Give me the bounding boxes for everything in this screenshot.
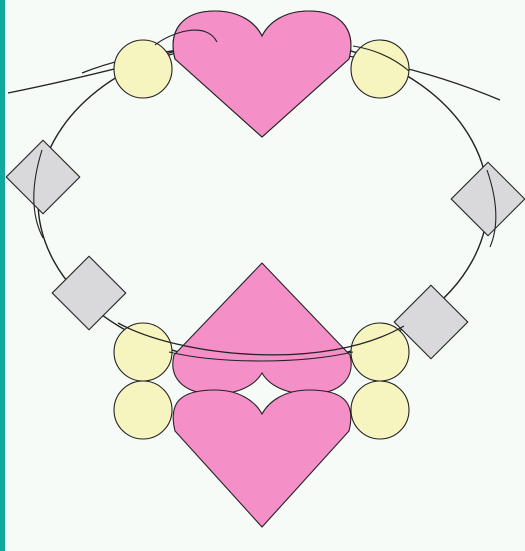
- left-upper-diamond: [6, 140, 80, 214]
- lower-right-bead-bottom: [351, 381, 409, 439]
- top-right-bead: [351, 40, 409, 98]
- lower-left-bead-bottom: [114, 381, 172, 439]
- bottom-outer-heart: [173, 390, 351, 527]
- lower-right-bead-top: [351, 323, 409, 381]
- lower-left-bead-top: [114, 323, 172, 381]
- top-left-bead: [114, 40, 172, 98]
- left-lower-diamond: [52, 256, 126, 330]
- bottom-inner-heart: [173, 263, 351, 394]
